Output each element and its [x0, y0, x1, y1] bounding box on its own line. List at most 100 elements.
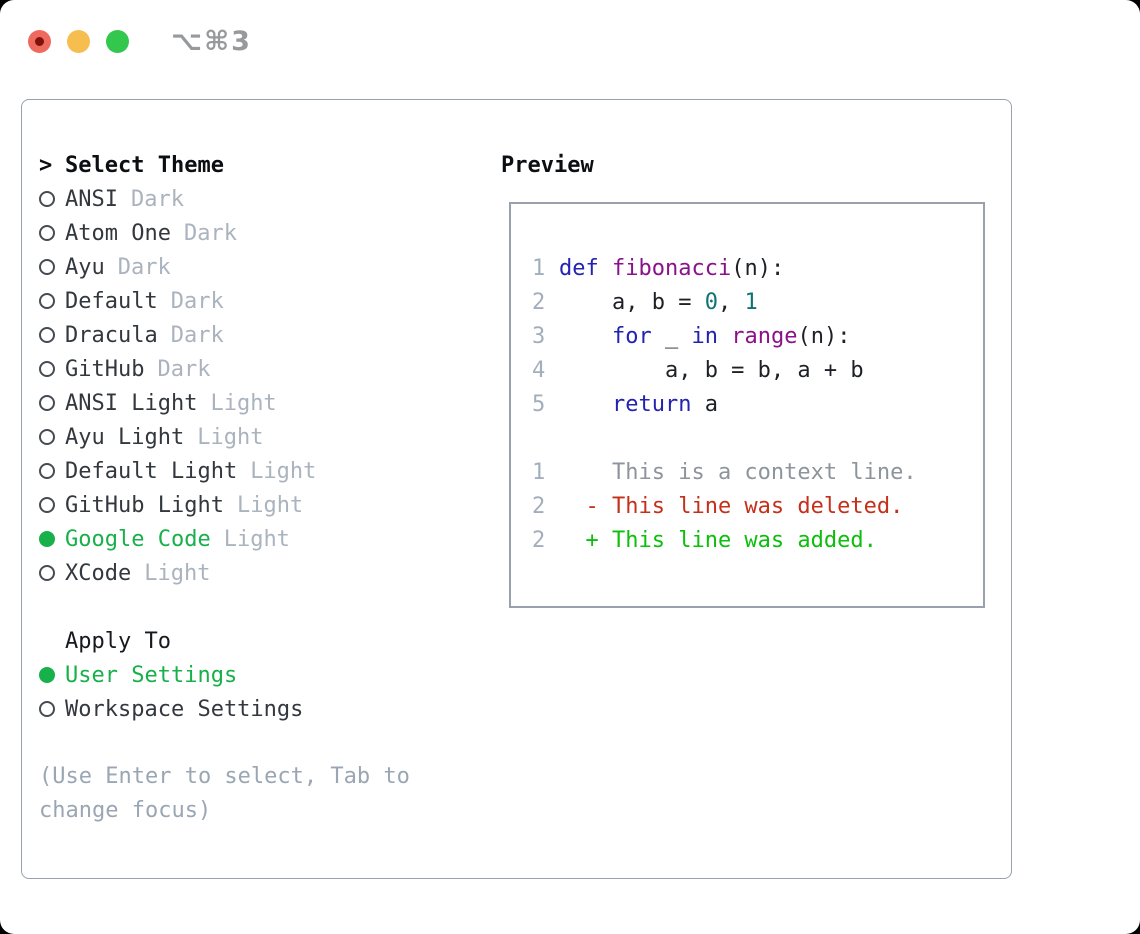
- section-title-select-theme: Select Theme: [65, 152, 224, 178]
- line-number: 2: [532, 528, 546, 553]
- code-token: def: [559, 256, 599, 281]
- option-variant: Light: [236, 492, 304, 518]
- option-label: Dracula: [65, 322, 158, 348]
- option-label: ANSI Light: [65, 390, 198, 416]
- code-token: [559, 324, 612, 349]
- option-variant: Dark: [157, 356, 211, 382]
- select-theme-header: > Select Theme: [39, 148, 439, 182]
- option-label: User Settings: [65, 662, 238, 688]
- radio-icon: [39, 497, 65, 513]
- code-token: range: [731, 324, 798, 349]
- option-label: XCode: [65, 560, 132, 586]
- theme-option[interactable]: Dracula Dark: [39, 318, 439, 352]
- option-variant: Dark: [183, 220, 237, 246]
- radio-selected-icon: [39, 667, 65, 683]
- code-token: a, b =: [559, 290, 705, 315]
- theme-option[interactable]: Atom One Dark: [39, 216, 439, 250]
- code-token: This is a context line.: [559, 460, 917, 485]
- option-label: Workspace Settings: [65, 696, 304, 722]
- preview-line: [532, 422, 983, 456]
- code-token: for: [611, 324, 652, 349]
- apply-option[interactable]: User Settings: [39, 658, 439, 692]
- option-variant: Light: [223, 526, 290, 552]
- section-title-apply-to: Apply To: [65, 628, 171, 654]
- radio-icon: [39, 191, 65, 207]
- code-token: a, b = b, a + b: [559, 358, 864, 383]
- radio-icon: [39, 463, 65, 479]
- line-number: 1: [532, 256, 546, 281]
- code-token: return: [611, 392, 692, 417]
- option-variant: Light: [210, 390, 277, 416]
- option-label: GitHub Light: [65, 492, 224, 518]
- spacer: [39, 590, 439, 624]
- radio-icon: [39, 225, 65, 241]
- line-number: 1: [532, 460, 546, 485]
- theme-option[interactable]: Google Code Light: [39, 522, 439, 556]
- window-title: ⌥⌘3: [171, 26, 252, 57]
- minimize-button[interactable]: [67, 30, 90, 53]
- line-number: 5: [532, 392, 546, 417]
- code-token: a: [691, 392, 718, 417]
- keyboard-hint: (Use Enter to select, Tab to change focu…: [39, 764, 410, 823]
- option-label: Google Code: [65, 526, 211, 552]
- preview-line: 1 def fibonacci(n):: [532, 252, 983, 286]
- option-variant: Dark: [170, 322, 224, 348]
- apply-option[interactable]: Workspace Settings: [39, 692, 439, 726]
- spacer: [39, 726, 439, 760]
- option-label: Ayu: [65, 254, 105, 280]
- theme-option[interactable]: GitHub Light Light: [39, 488, 439, 522]
- close-dot-icon: [35, 37, 44, 46]
- radio-icon: [39, 293, 65, 309]
- option-label: Default Light: [65, 458, 238, 484]
- preview-box: 1 def fibonacci(n): 2 a, b = 0, 1 3 for _ i…: [509, 202, 985, 608]
- option-variant: Dark: [130, 186, 184, 212]
- code-token: in: [691, 324, 718, 349]
- code-token: [559, 392, 612, 417]
- radio-icon: [39, 565, 65, 581]
- prompt-icon: >: [39, 152, 53, 178]
- option-label: GitHub: [65, 356, 145, 382]
- theme-option[interactable]: GitHub Dark: [39, 352, 439, 386]
- close-button[interactable]: [28, 30, 51, 53]
- theme-option[interactable]: ANSI Dark: [39, 182, 439, 216]
- code-token: [718, 324, 731, 349]
- code-token: - This line was deleted.: [559, 494, 904, 519]
- code-token: fibonacci: [612, 256, 732, 281]
- radio-icon: [39, 429, 65, 445]
- radio-icon: [39, 361, 65, 377]
- theme-option[interactable]: ANSI Light Light: [39, 386, 439, 420]
- code-token: 1: [744, 290, 758, 315]
- maximize-button[interactable]: [106, 30, 129, 53]
- code-token: (n):: [731, 256, 785, 281]
- option-label: Atom One: [65, 220, 171, 246]
- preview-line: 1 This is a context line.: [532, 456, 983, 490]
- radio-selected-icon: [39, 531, 65, 547]
- preview-line: 5 return a: [532, 388, 983, 422]
- code-token: [599, 256, 612, 281]
- apply-to-header: Apply To: [39, 624, 439, 658]
- preview-line: 2 - This line was deleted.: [532, 490, 983, 524]
- preview-code: 1 def fibonacci(n): 2 a, b = 0, 1 3 for _ i…: [511, 204, 983, 558]
- theme-option[interactable]: XCode Light: [39, 556, 439, 590]
- radio-icon: [39, 701, 65, 717]
- code-token: ,: [717, 290, 745, 315]
- option-label: ANSI: [65, 186, 118, 212]
- titlebar: ⌥⌘3: [28, 26, 252, 57]
- code-token: + This line was added.: [559, 528, 877, 553]
- code-token: _: [651, 324, 692, 349]
- option-variant: Light: [144, 560, 211, 586]
- option-label: Ayu Light: [65, 424, 185, 450]
- line-number: 3: [532, 324, 546, 349]
- preview-line: 2 a, b = 0, 1: [532, 286, 983, 320]
- radio-icon: [39, 327, 65, 343]
